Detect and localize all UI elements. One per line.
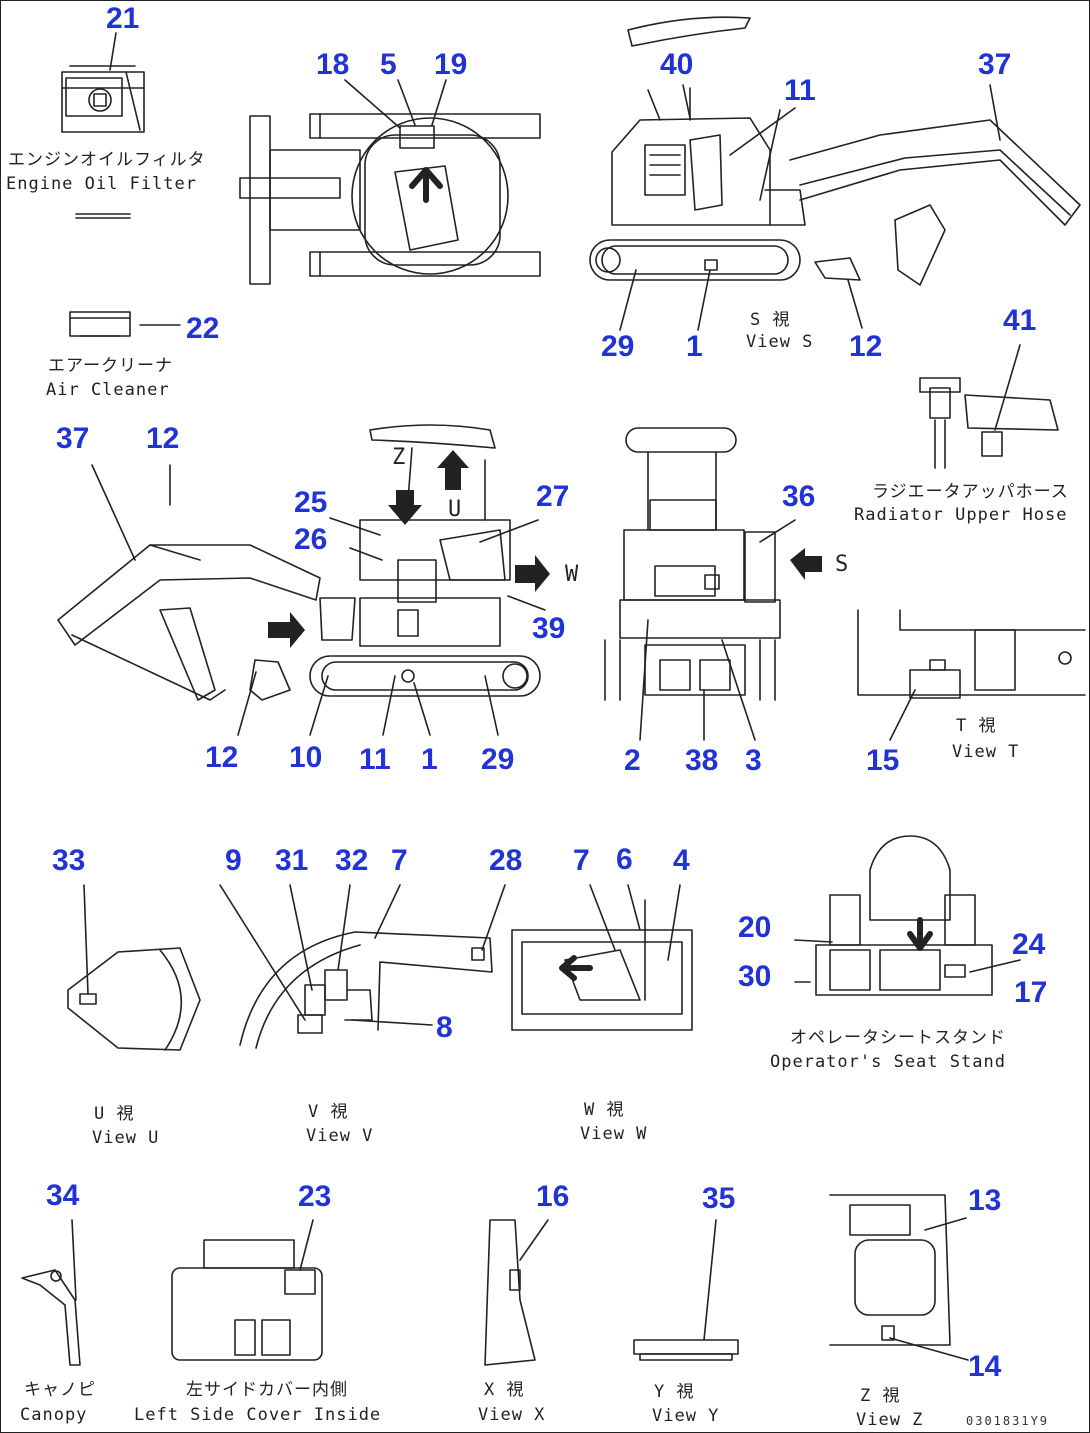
view-y-caption-en: View Y [652, 1406, 720, 1426]
view-w-caption-en: View W [580, 1124, 648, 1144]
callout-38: 38 [685, 744, 719, 777]
callout-22: 22 [186, 312, 220, 345]
seat-stand-drawing [794, 835, 1021, 996]
canopy-caption-jp: キャノピ [24, 1380, 96, 1400]
callout-32: 32 [335, 844, 369, 877]
callout-4: 4 [673, 844, 690, 877]
callout-6: 6 [616, 843, 633, 876]
engine-oil-filter-drawing [61, 32, 145, 219]
callout-26: 26 [294, 523, 328, 556]
callout-28: 28 [489, 844, 523, 877]
left-side-cover-caption-en: Left Side Cover Inside [134, 1405, 382, 1425]
callout-16: 16 [536, 1180, 570, 1213]
callout-25: 25 [294, 486, 328, 519]
view-x-caption-en: View X [478, 1405, 546, 1425]
view-s-caption-en: View S [746, 332, 814, 352]
callout-17: 17 [1014, 976, 1048, 1009]
view-s-caption-jp: S 視 [750, 310, 791, 330]
callout-20: 20 [738, 911, 772, 944]
view-y-caption-jp: Y 視 [654, 1382, 695, 1402]
callout-35: 35 [702, 1182, 736, 1215]
view-u-caption-jp: U 視 [94, 1104, 135, 1124]
engine-oil-filter-caption-jp: エンジンオイルフィルタ [8, 150, 206, 170]
view-w-caption-jp: W 視 [584, 1100, 625, 1120]
callout-19: 19 [434, 48, 468, 81]
callout-7: 7 [391, 844, 408, 877]
view-u-caption-en: View U [92, 1128, 160, 1148]
front-view-drawing [604, 427, 796, 741]
callout-36: 36 [782, 480, 816, 513]
view-w-drawing [511, 884, 693, 1031]
callout-40: 40 [660, 48, 694, 81]
callout-29: 29 [481, 743, 515, 776]
callout-3: 3 [745, 744, 762, 777]
callout-12: 12 [849, 330, 883, 363]
callout-7: 7 [573, 844, 590, 877]
engine-oil-filter-caption-en: Engine Oil Filter [6, 174, 197, 194]
callout-18: 18 [316, 48, 350, 81]
view-x-drawing [484, 1219, 549, 1366]
callout-13: 13 [968, 1184, 1002, 1217]
callout-21: 21 [106, 2, 140, 35]
view-y-drawing [633, 1219, 739, 1361]
air-cleaner-caption-jp: エアークリーナ [48, 356, 173, 376]
view-x-caption-jp: X 視 [484, 1380, 525, 1400]
callout-33: 33 [52, 844, 86, 877]
callout-29: 29 [601, 330, 635, 363]
callout-15: 15 [866, 744, 900, 777]
callout-1: 1 [421, 743, 438, 776]
callout-5: 5 [380, 48, 397, 81]
canopy-caption-en: Canopy [20, 1405, 88, 1425]
view-z-caption-en: View Z [856, 1410, 924, 1430]
callout-8: 8 [436, 1011, 453, 1044]
view-letter-s: S [835, 552, 850, 577]
callout-34: 34 [46, 1179, 80, 1212]
callout-30: 30 [738, 960, 772, 993]
callout-23: 23 [298, 1180, 332, 1213]
view-letter-z: Z [392, 445, 407, 470]
left-side-cover-drawing [171, 1219, 323, 1361]
radiator-hose-drawing [919, 344, 1059, 469]
callout-31: 31 [275, 844, 309, 877]
callout-12: 12 [146, 422, 180, 455]
radiator-caption-jp: ラジエータアッパホース [872, 482, 1069, 502]
view-v-drawing [219, 884, 506, 1049]
view-letter-w: W [565, 562, 580, 587]
air-cleaner-drawing [69, 311, 181, 337]
top-view-drawing [239, 79, 541, 285]
drawing-code: 0301831Y9 [966, 1414, 1050, 1428]
callout-11: 11 [784, 74, 816, 107]
left-side-view-drawing [57, 424, 546, 736]
view-v-caption-en: View V [306, 1126, 374, 1146]
radiator-caption-en: Radiator Upper Hose [854, 505, 1068, 525]
callout-9: 9 [225, 844, 242, 877]
left-side-cover-caption-jp: 左サイドカバー内側 [186, 1380, 348, 1400]
callout-27: 27 [536, 480, 570, 513]
view-v-caption-jp: V 視 [308, 1102, 349, 1122]
seat-stand-caption-en: Operator's Seat Stand [770, 1052, 1006, 1072]
side-view-right-drawing [589, 16, 1081, 331]
callout-41: 41 [1003, 304, 1037, 337]
canopy-drawing [21, 1219, 81, 1366]
callout-11: 11 [359, 743, 391, 776]
callout-2: 2 [624, 744, 641, 777]
callout-10: 10 [289, 741, 323, 774]
view-t-caption-jp: T 視 [956, 716, 997, 736]
callout-39: 39 [532, 612, 566, 645]
callout-12: 12 [205, 741, 239, 774]
callout-37: 37 [56, 422, 90, 455]
callout-14: 14 [968, 1350, 1002, 1383]
seat-stand-caption-jp: オペレータシートスタンド [790, 1028, 1006, 1048]
callout-1: 1 [686, 330, 703, 363]
callout-37: 37 [978, 48, 1012, 81]
air-cleaner-caption-en: Air Cleaner [46, 380, 170, 400]
view-letter-u: U [448, 497, 463, 522]
view-t-caption-en: View T [952, 742, 1020, 762]
callout-24: 24 [1012, 928, 1046, 961]
view-t-drawing [857, 609, 1086, 741]
view-z-drawing [829, 1194, 969, 1361]
view-u-drawing [67, 884, 201, 1051]
view-z-caption-jp: Z 視 [860, 1386, 901, 1406]
